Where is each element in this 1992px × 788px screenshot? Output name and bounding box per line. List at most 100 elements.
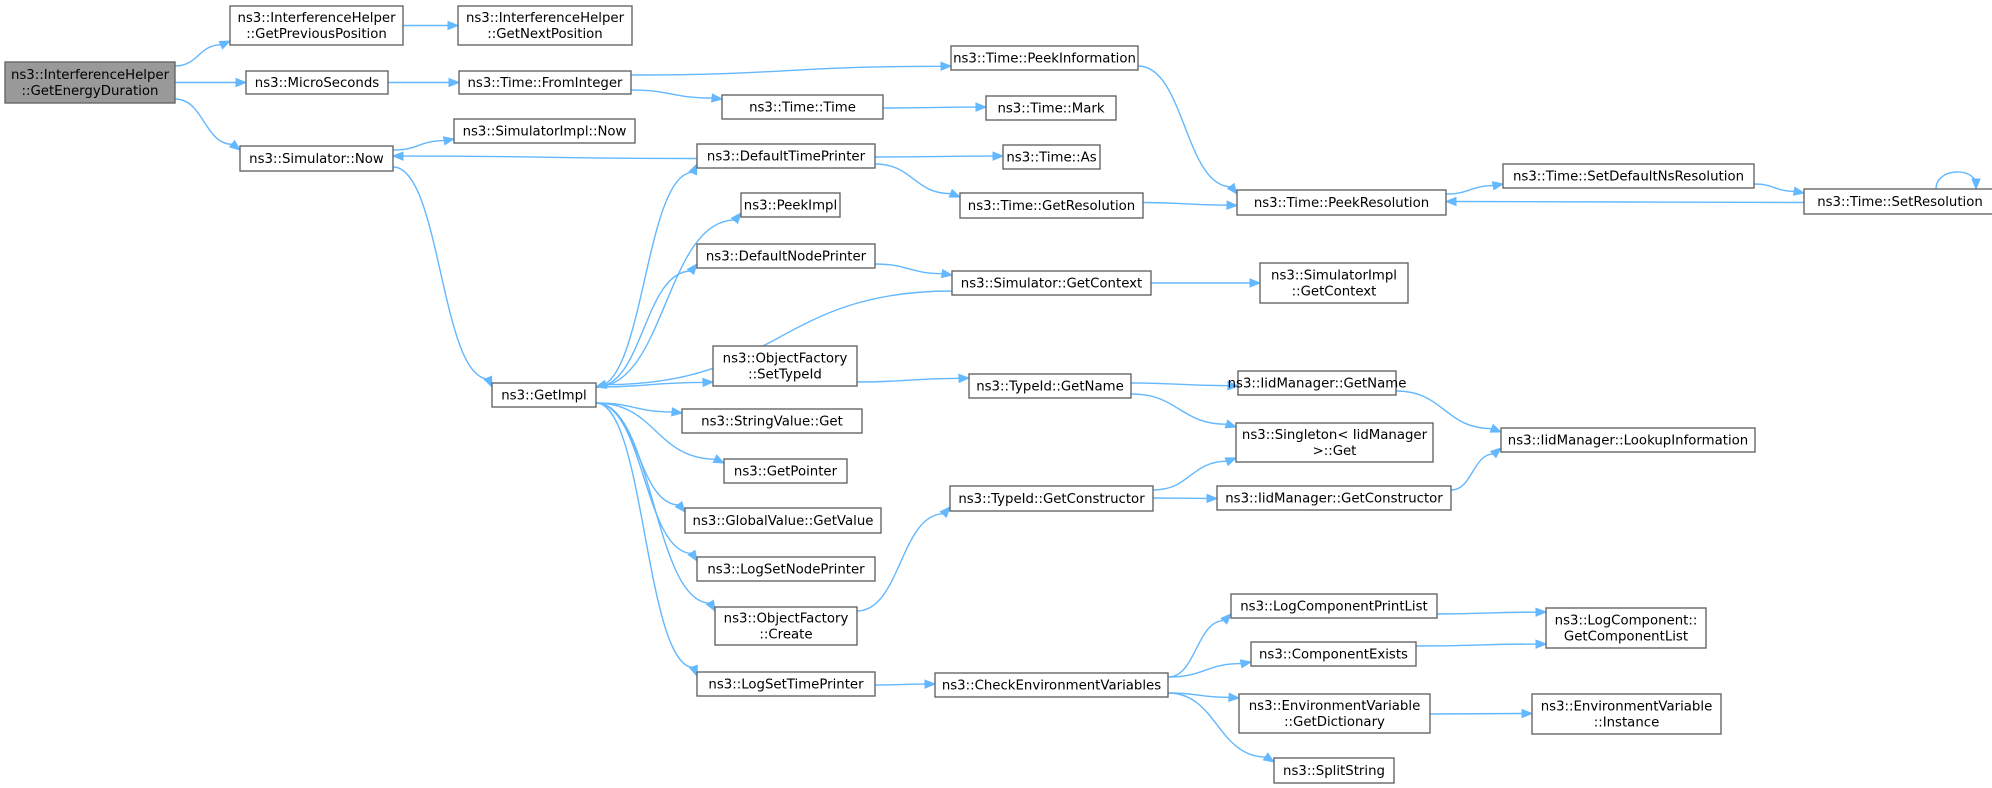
node-box[interactable]: [950, 45, 1139, 71]
node-box[interactable]: [1273, 757, 1395, 784]
node-prevpos[interactable]: ns3::InterferenceHelper::GetPreviousPosi…: [229, 5, 404, 46]
node-box[interactable]: [491, 382, 597, 408]
arrowhead-getimpl-to-lstp: [688, 664, 698, 678]
node-box[interactable]: [684, 507, 882, 534]
node-box[interactable]: [1531, 693, 1722, 735]
node-peekimpl[interactable]: ns3::PeekImpl: [740, 192, 841, 218]
node-box[interactable]: [712, 345, 858, 387]
node-peekinfo[interactable]: ns3::Time::PeekInformation: [950, 45, 1139, 71]
node-box[interactable]: [1500, 427, 1756, 453]
arrowhead-setres-to-peekres: [1444, 196, 1457, 207]
node-box[interactable]: [681, 408, 863, 434]
node-box[interactable]: [1230, 593, 1438, 619]
node-defnp[interactable]: ns3::DefaultNodePrinter: [696, 243, 876, 269]
node-box[interactable]: [458, 70, 632, 95]
node-box[interactable]: [1502, 163, 1755, 189]
node-box[interactable]: [4, 61, 176, 104]
node-box[interactable]: [696, 243, 876, 269]
node-box[interactable]: [740, 192, 841, 218]
node-getctx[interactable]: ns3::Simulator::GetContext: [951, 270, 1152, 296]
node-iidctor[interactable]: ns3::IidManager::GetConstructor: [1216, 485, 1452, 511]
node-box[interactable]: [453, 118, 636, 144]
node-tidctor[interactable]: ns3::TypeId::GetConstructor: [949, 485, 1154, 512]
node-label: ns3::Time::FromInteger: [467, 76, 623, 91]
node-box[interactable]: [949, 485, 1154, 512]
node-label: ns3::InterferenceHelper: [466, 11, 625, 26]
node-nextpos[interactable]: ns3::InterferenceHelper::GetNextPosition: [457, 5, 633, 46]
node-label: ns3::EnvironmentVariable: [1249, 699, 1421, 714]
node-box[interactable]: [721, 94, 884, 120]
node-setdef[interactable]: ns3::Time::SetDefaultNsResolution: [1502, 163, 1755, 189]
node-box[interactable]: [1545, 607, 1707, 649]
node-getres[interactable]: ns3::Time::GetResolution: [959, 192, 1144, 219]
node-singleton[interactable]: ns3::Singleton< IidManager >::Get: [1235, 422, 1434, 463]
node-box[interactable]: [951, 270, 1152, 296]
node-envdict[interactable]: ns3::EnvironmentVariable::GetDictionary: [1238, 693, 1431, 734]
node-compex[interactable]: ns3::ComponentExists: [1250, 641, 1417, 667]
node-settypeid[interactable]: ns3::ObjectFactory::SetTypeId: [712, 345, 858, 387]
edge-lcpl-to-lcgcl: [1436, 611, 1538, 615]
node-box[interactable]: [1238, 693, 1431, 734]
node-box[interactable]: [1237, 370, 1397, 396]
node-box[interactable]: [696, 556, 876, 582]
node-peekres[interactable]: ns3::Time::PeekResolution: [1236, 189, 1447, 216]
node-micro[interactable]: ns3::MicroSeconds: [245, 70, 389, 95]
node-lookup[interactable]: ns3::IidManager::LookupInformation: [1500, 427, 1756, 453]
node-envinst[interactable]: ns3::EnvironmentVariable::Instance: [1531, 693, 1722, 735]
node-timetime[interactable]: ns3::Time::Time: [721, 94, 884, 120]
node-box[interactable]: [229, 5, 404, 46]
node-box[interactable]: [968, 373, 1132, 399]
node-label: ns3::MicroSeconds: [255, 76, 379, 91]
arrowhead-iidname-to-lookup: [1489, 423, 1503, 433]
node-box[interactable]: [457, 5, 633, 46]
arrowhead-tidctor-to-singleton: [1224, 457, 1238, 467]
node-fromint[interactable]: ns3::Time::FromInteger: [458, 70, 632, 95]
node-label: ns3::Time::PeekResolution: [1254, 196, 1429, 211]
node-box[interactable]: [934, 672, 1169, 698]
node-label: ::GetNextPosition: [487, 27, 602, 42]
node-checkenv[interactable]: ns3::CheckEnvironmentVariables: [934, 672, 1169, 698]
node-box[interactable]: [696, 671, 876, 697]
node-lcgcl[interactable]: ns3::LogComponent::GetComponentList: [1545, 607, 1707, 649]
arrowhead-iidctor-to-lookup: [1489, 447, 1503, 459]
node-implctx[interactable]: ns3::SimulatorImpl::GetContext: [1259, 262, 1409, 304]
node-box[interactable]: [723, 458, 848, 484]
node-box[interactable]: [1259, 262, 1409, 304]
node-simnow[interactable]: ns3::Simulator::Now: [239, 145, 394, 172]
node-split[interactable]: ns3::SplitString: [1273, 757, 1395, 784]
node-label: ns3::IidManager::GetConstructor: [1225, 492, 1443, 507]
node-iidname[interactable]: ns3::IidManager::GetName: [1228, 370, 1407, 396]
node-mark[interactable]: ns3::Time::Mark: [985, 95, 1117, 121]
node-lsnp[interactable]: ns3::LogSetNodePrinter: [696, 556, 876, 582]
node-timeas[interactable]: ns3::Time::As: [1002, 144, 1101, 170]
node-box[interactable]: [959, 192, 1144, 219]
edge-simnow-to-implnow: [392, 139, 446, 151]
node-box[interactable]: [1250, 641, 1417, 667]
node-lstp[interactable]: ns3::LogSetTimePrinter: [696, 671, 876, 697]
node-gvget[interactable]: ns3::GlobalValue::GetValue: [684, 507, 882, 534]
node-implnow[interactable]: ns3::SimulatorImpl::Now: [453, 118, 636, 144]
node-box[interactable]: [1236, 189, 1447, 216]
arrowhead-getimpl-to-getptr: [712, 454, 726, 464]
node-box[interactable]: [245, 70, 389, 95]
node-ofcreate[interactable]: ns3::ObjectFactory::Create: [714, 606, 858, 646]
node-box[interactable]: [1002, 144, 1101, 170]
node-box[interactable]: [714, 606, 858, 646]
node-tidname[interactable]: ns3::TypeId::GetName: [968, 373, 1132, 399]
node-label: ns3::PeekImpl: [744, 199, 837, 214]
node-label: ::Instance: [1594, 716, 1660, 731]
node-box[interactable]: [1803, 188, 1992, 215]
node-setres[interactable]: ns3::Time::SetResolution: [1803, 188, 1992, 215]
node-box[interactable]: [1216, 485, 1452, 511]
node-box[interactable]: [696, 143, 876, 169]
arrowhead-compex-to-lcgcl: [1535, 639, 1548, 649]
node-lcpl[interactable]: ns3::LogComponentPrintList: [1230, 593, 1438, 619]
node-box[interactable]: [1235, 422, 1434, 463]
node-box[interactable]: [985, 95, 1117, 121]
node-root[interactable]: ns3::InterferenceHelper::GetEnergyDurati…: [4, 61, 176, 104]
node-getimpl[interactable]: ns3::GetImpl: [491, 382, 597, 408]
node-box[interactable]: [239, 145, 394, 172]
node-deftp[interactable]: ns3::DefaultTimePrinter: [696, 143, 876, 169]
node-strget[interactable]: ns3::StringValue::Get: [681, 408, 863, 434]
node-getptr[interactable]: ns3::GetPointer: [723, 458, 848, 484]
